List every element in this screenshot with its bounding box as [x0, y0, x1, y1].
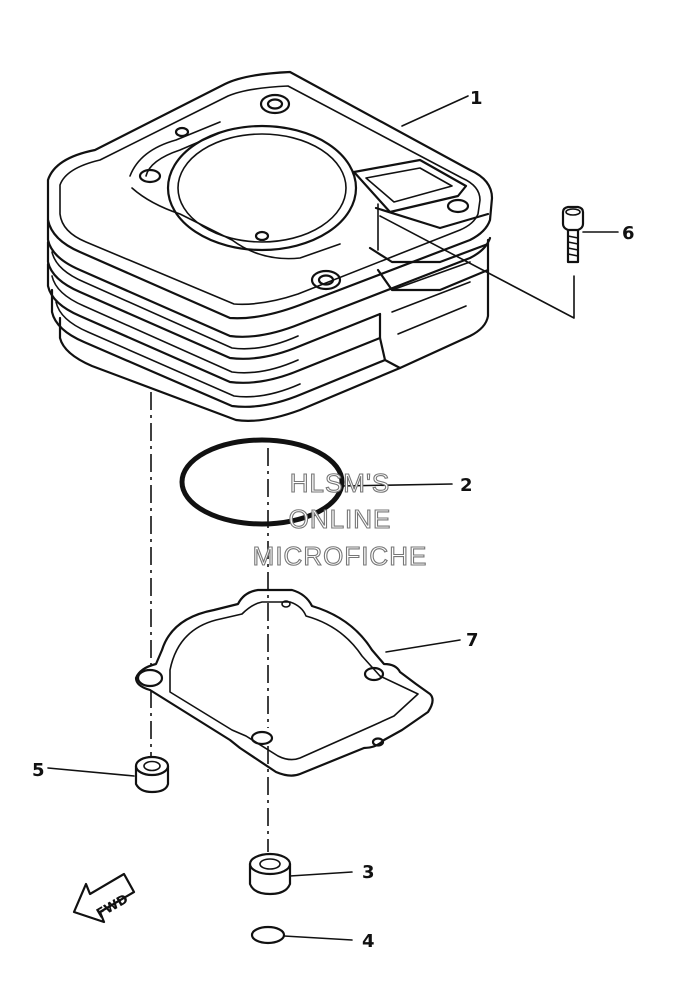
- watermark: HLSM'S ONLINE MICROFICHE: [252, 467, 428, 571]
- fwd-arrow-icon: FWD: [72, 872, 136, 924]
- callout-7: 7: [466, 630, 479, 651]
- o-ring-large-part: [179, 437, 345, 527]
- cylinder-block: [46, 70, 575, 422]
- o-ring-small-part: [250, 925, 286, 945]
- watermark-line-1: HLSM'S: [290, 468, 391, 498]
- callout-6: 6: [622, 223, 635, 244]
- watermark-line-3: MICROFICHE: [253, 541, 428, 571]
- watermark-line-2: ONLINE: [289, 504, 392, 534]
- assembly-lines: [150, 392, 269, 852]
- base-gasket-part: [134, 588, 434, 777]
- fwd-label: FWD: [94, 892, 131, 922]
- callout-5: 5: [32, 760, 45, 781]
- callout-4: 4: [362, 931, 375, 952]
- callout-leaders: [47, 95, 619, 941]
- callout-2: 2: [460, 475, 473, 496]
- bolt-part: [561, 205, 585, 264]
- dowel-pin-lower-part: [248, 852, 292, 896]
- dowel-pin-left-part: [134, 755, 170, 794]
- callout-1: 1: [470, 88, 483, 109]
- callout-3: 3: [362, 862, 375, 883]
